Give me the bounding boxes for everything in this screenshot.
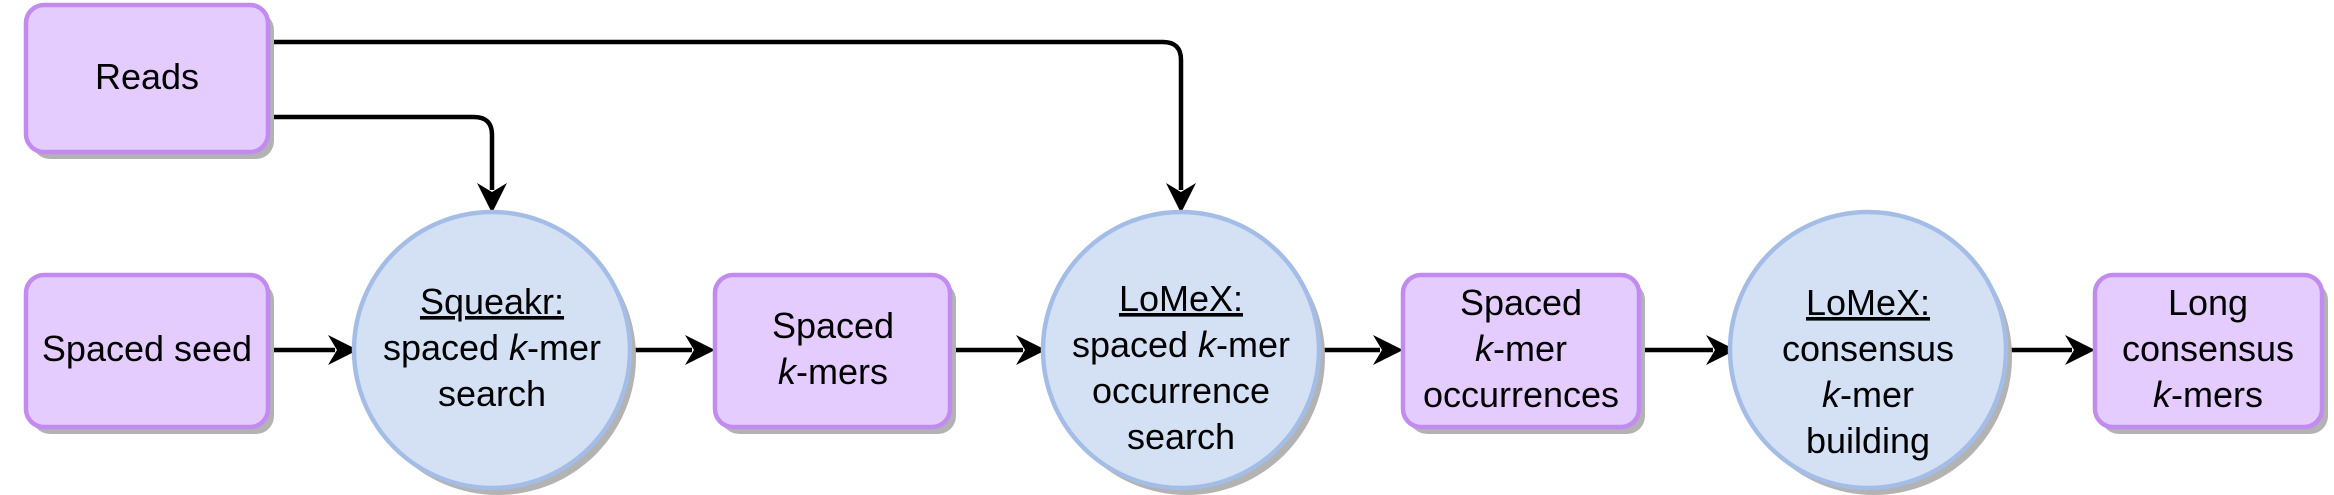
squeakr-label: Squeakr: spaced k-mer search [383,281,601,414]
spaced-seed-text-run: Spaced seed [42,328,252,369]
spaced-kmers-text-run: k [778,351,798,392]
node-spaced-kmers: Spaced k-mers [712,272,956,434]
lomex-search-text-run: search [1127,416,1235,457]
spaced-seed-line-1: Spaced seed [42,328,252,369]
long-consensus-line-3: k-mers [2153,374,2263,415]
occurrences-text-run: k [1475,328,1495,369]
lomex-consensus-label: LoMeX: consensus k-mer building [1782,282,1954,461]
lomex-search-label: LoMeX: spaced k-mer occurrence search [1072,278,1290,457]
arrowhead-lomex-search-top [1166,183,1196,213]
occurrences-line-3: occurrences [1423,374,1619,415]
long-consensus-text-run: Long [2168,282,2248,323]
arrowhead-occurrences-consensus [1706,335,1736,365]
node-lomex-search: LoMeX: spaced k-mer occurrence search [1040,209,1325,495]
spaced-kmers-line-1: Spaced [772,305,894,346]
lomex-search-text-run: -mer [1216,324,1290,365]
spaced-kmers-text-run: Spaced [772,305,894,346]
edge-reads-to-squeakr [268,114,495,190]
lomex-search-text-run: LoMeX: [1119,278,1243,319]
lomex-search-circle [1040,209,1322,491]
occurrences-label: Spaced k-mer occurrences [1423,282,1619,415]
arrowhead-consensus-long [2065,335,2095,365]
node-occurrences: Spaced k-mer occurrences [1400,272,1645,434]
spaced-kmers-box [712,272,953,430]
reads-label: Reads [95,56,199,97]
node-lomex-consensus: LoMeX: consensus k-mer building [1727,209,2012,495]
occurrences-line-1: Spaced [1460,282,1582,323]
lomex-consensus-text-run: LoMeX: [1806,282,1930,323]
lomex-search-text-run: occurrence [1092,370,1270,411]
arrowhead-kmers-lomex [1016,335,1046,365]
spaced-kmers-line-2: k-mers [778,351,888,392]
lomex-search-line-3: occurrence [1092,370,1270,411]
lomex-consensus-text-run: -mer [1840,374,1914,415]
lomex-search-line-4: search [1127,416,1235,457]
squeakr-text-run: spaced [383,327,509,368]
arrowhead-squeakr-kmers [685,335,715,365]
long-consensus-line-1: Long [2168,282,2248,323]
arrowhead-seed-squeakr [328,335,358,365]
reads-box [23,2,271,155]
arrowhead-lomex-occurrences [1373,335,1403,365]
spaced-kmers-label: Spaced k-mers [772,305,894,392]
squeakr-text-run: -mer [527,327,601,368]
squeakr-text-run: Squeakr: [420,281,564,322]
long-consensus-text-run: -mers [2171,374,2263,415]
lomex-consensus-line-1: LoMeX: [1806,282,1930,323]
long-consensus-text-run: k [2153,374,2173,415]
occurrences-line-2: k-mer [1475,328,1567,369]
long-consensus-text-run: consensus [2122,328,2294,369]
occurrences-text-run: occurrences [1423,374,1619,415]
lomex-consensus-line-2: consensus [1782,328,1954,369]
spaced-seed-label: Spaced seed [42,328,252,369]
reads-text-run: Reads [95,56,199,97]
lomex-consensus-text-run: building [1806,420,1930,461]
squeakr-circle [351,209,633,491]
node-spaced-seed: Spaced seed [23,272,274,434]
squeakr-text-run: search [438,373,546,414]
long-consensus-line-2: consensus [2122,328,2294,369]
lomex-consensus-line-3: k-mer [1822,374,1914,415]
lomex-consensus-text-run: k [1822,374,1842,415]
squeakr-line-2: spaced k-mer [383,327,601,368]
lomex-search-text-run: k [1198,324,1218,365]
spaced-seed-box [23,272,271,430]
lomex-search-text-run: spaced [1072,324,1198,365]
long-consensus-box [2092,272,2325,430]
squeakr-line-1: Squeakr: [420,281,564,322]
squeakr-line-3: search [438,373,546,414]
node-squeakr: Squeakr: spaced k-mer search [351,209,636,495]
edges [268,39,2095,365]
node-long-consensus: Long consensus k-mers [2092,272,2328,434]
squeakr-text-run: k [509,327,529,368]
reads-line-1: Reads [95,56,199,97]
node-reads: Reads [23,2,274,159]
occurrences-text-run: -mer [1493,328,1567,369]
lomex-consensus-line-4: building [1806,420,1930,461]
spaced-kmers-text-run: -mers [796,351,888,392]
occurrences-box [1400,272,1642,430]
edge-reads-to-lomex-search [268,39,1184,190]
lomex-consensus-text-run: consensus [1782,328,1954,369]
long-consensus-label: Long consensus k-mers [2122,282,2294,415]
lomex-consensus-circle [1727,209,2009,491]
occurrences-text-run: Spaced [1460,282,1582,323]
lomex-search-line-2: spaced k-mer [1072,324,1290,365]
arrowhead-squeakr-top [477,183,507,213]
lomex-search-line-1: LoMeX: [1119,278,1243,319]
